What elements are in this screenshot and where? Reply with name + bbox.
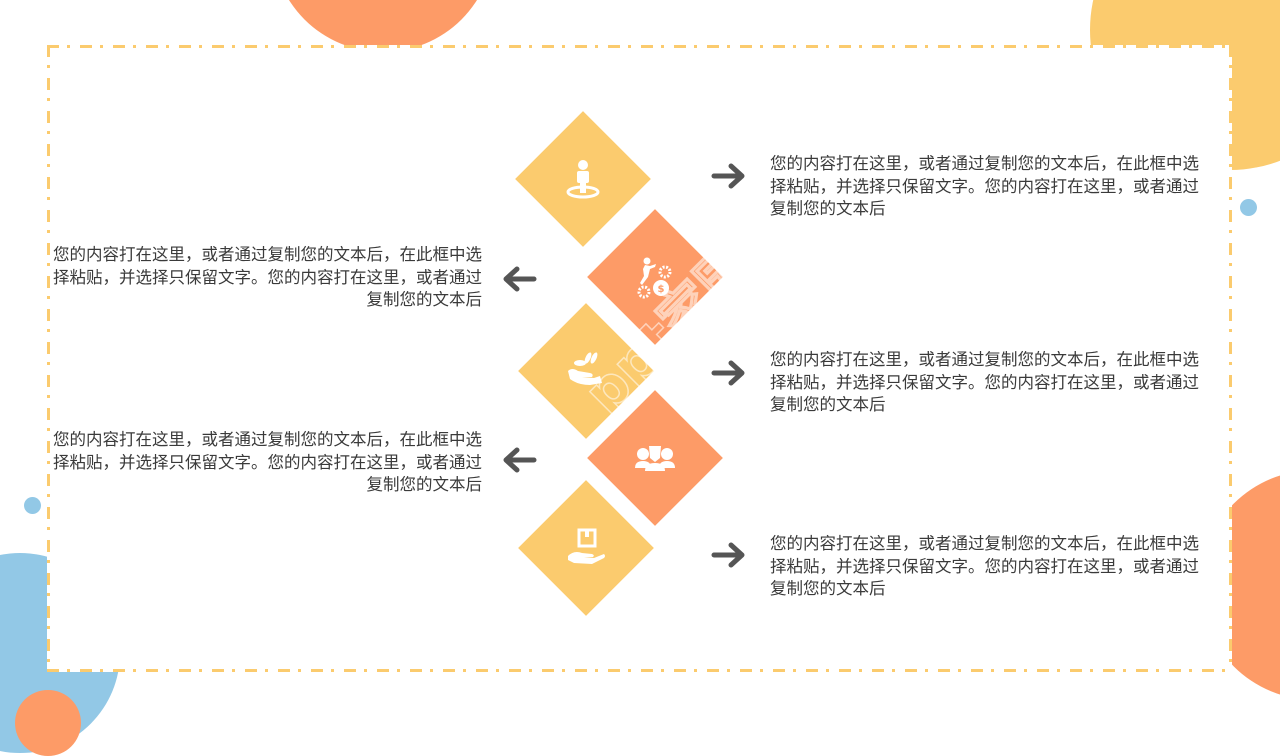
diamond-2: $ [587,209,723,345]
arrow-right-icon [711,162,747,190]
person-climbing-gears-icon: $ [633,255,677,299]
diamond-1 [515,111,651,247]
hand-holding-box-icon [564,526,608,570]
hand-with-coins-icon [564,349,608,393]
text-block-3: 您的内容打在这里，或者通过复制您的文本后，在此框中选择粘贴，并选择只保留文字。您… [770,350,1199,414]
arrow-left-icon [501,265,537,293]
decor-dot-right-blue [1240,199,1257,216]
arrow-left-icon [501,446,537,474]
diamond-5 [518,480,654,616]
text-block-2: 您的内容打在这里，或者通过复制您的文本后，在此框中选择粘贴，并选择只保留文字。您… [53,245,482,309]
svg-text:$: $ [658,284,665,295]
text-block-1: 您的内容打在这里，或者通过复制您的文本后，在此框中选择粘贴，并选择只保留文字。您… [770,154,1199,218]
arrow-right-icon [711,359,747,387]
text-block-5: 您的内容打在这里，或者通过复制您的文本后，在此框中选择粘贴，并选择只保留文字。您… [770,534,1199,598]
text-block-4: 您的内容打在这里，或者通过复制您的文本后，在此框中选择粘贴，并选择只保留文字。您… [53,430,482,494]
diamond-4 [587,390,723,526]
person-on-target-icon [561,157,605,201]
decor-circle-bottom-left-orange [15,690,81,756]
arrow-right-icon [711,541,747,569]
diamond-3 [518,303,654,439]
decor-dot-left-blue [24,497,41,514]
team-group-icon [633,436,677,480]
